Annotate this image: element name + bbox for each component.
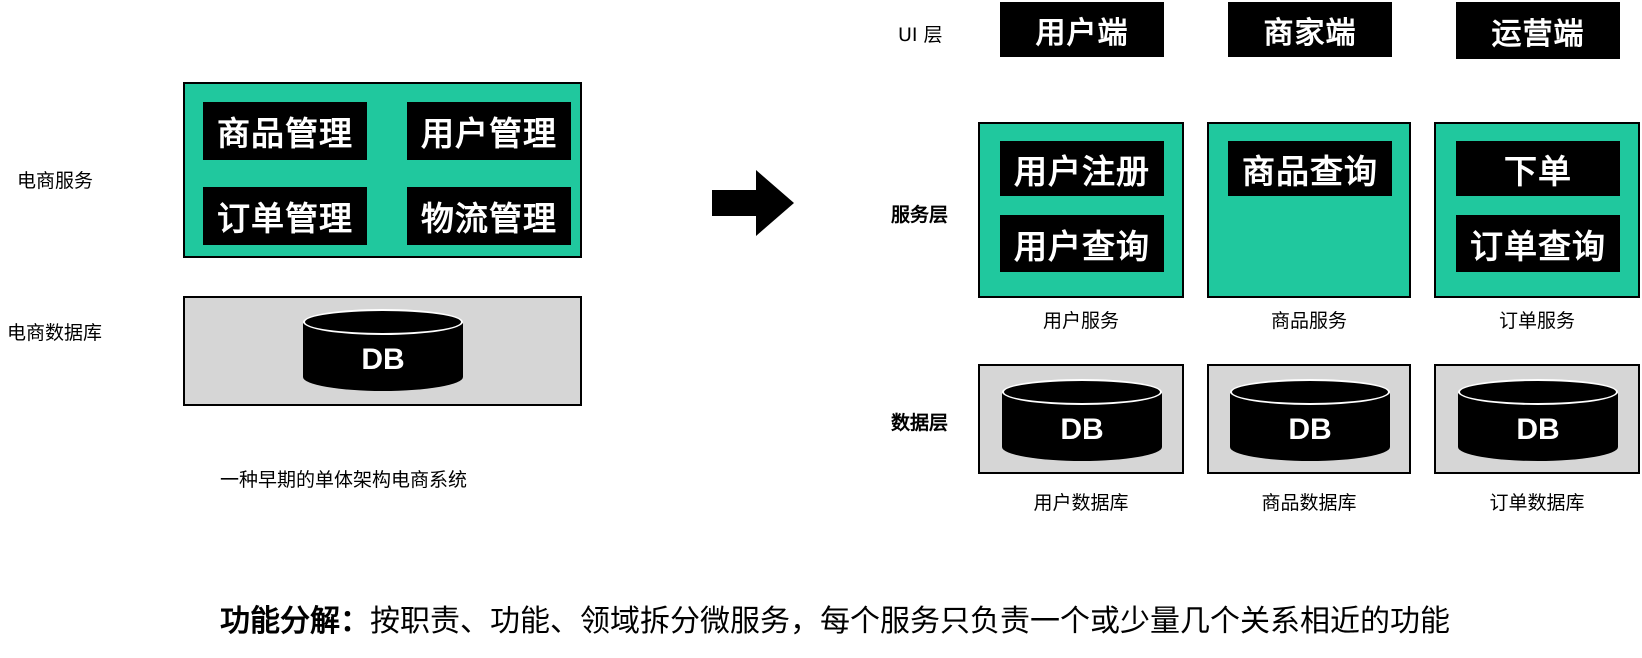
module-block: 商品管理 [203, 102, 367, 160]
user-service-label: 用户服务 [1042, 310, 1119, 332]
product-db-box: DB [1207, 364, 1411, 474]
data-layer-label: 数据层 [891, 412, 949, 434]
order-service-box: 下单 订单查询 [1434, 122, 1640, 298]
module-block: 订单管理 [203, 187, 367, 245]
function-block: 商品查询 [1228, 141, 1392, 196]
database-icon: DB [1230, 379, 1390, 461]
product-service-label: 商品服务 [1270, 310, 1347, 332]
function-block: 订单查询 [1456, 215, 1620, 272]
product-service-box: 商品查询 [1207, 122, 1411, 298]
user-db-label: 用户数据库 [1033, 492, 1129, 514]
database-icon: DB [1458, 379, 1618, 461]
monolith-db-label: 电商数据库 [7, 322, 103, 344]
database-icon: DB [1002, 379, 1162, 461]
user-db-box: DB [978, 364, 1184, 474]
right-arrow-icon [712, 170, 794, 236]
module-block: 用户管理 [407, 102, 571, 160]
monolith-caption: 一种早期的单体架构电商系统 [220, 469, 468, 491]
function-block: 下单 [1456, 141, 1620, 196]
function-block: 用户查询 [1000, 215, 1164, 272]
footer-text: 按职责、功能、领域拆分微服务，每个服务只负责一个或少量几个关系相近的功能 [370, 604, 1450, 639]
service-layer-label: 服务层 [891, 204, 949, 226]
database-icon: DB [303, 309, 463, 391]
footer-note: 功能分解：按职责、功能、领域拆分微服务，每个服务只负责一个或少量几个关系相近的功… [220, 596, 1450, 640]
client-merchant: 商家端 [1228, 2, 1392, 57]
monolith-db-box: DB [183, 296, 582, 406]
client-operations: 运营端 [1456, 2, 1620, 59]
user-service-box: 用户注册 用户查询 [978, 122, 1184, 298]
footer-title: 功能分解： [220, 604, 370, 639]
order-service-label: 订单服务 [1498, 310, 1575, 332]
module-block: 物流管理 [407, 187, 571, 245]
order-db-label: 订单数据库 [1489, 492, 1585, 514]
ui-layer-label: UI 层 [898, 24, 943, 46]
order-db-box: DB [1434, 364, 1640, 474]
monolith-service-box: 商品管理 用户管理 订单管理 物流管理 [183, 82, 582, 258]
product-db-label: 商品数据库 [1261, 492, 1357, 514]
client-user: 用户端 [1000, 2, 1164, 57]
function-block: 用户注册 [1000, 141, 1164, 196]
monolith-service-label: 电商服务 [17, 170, 94, 192]
